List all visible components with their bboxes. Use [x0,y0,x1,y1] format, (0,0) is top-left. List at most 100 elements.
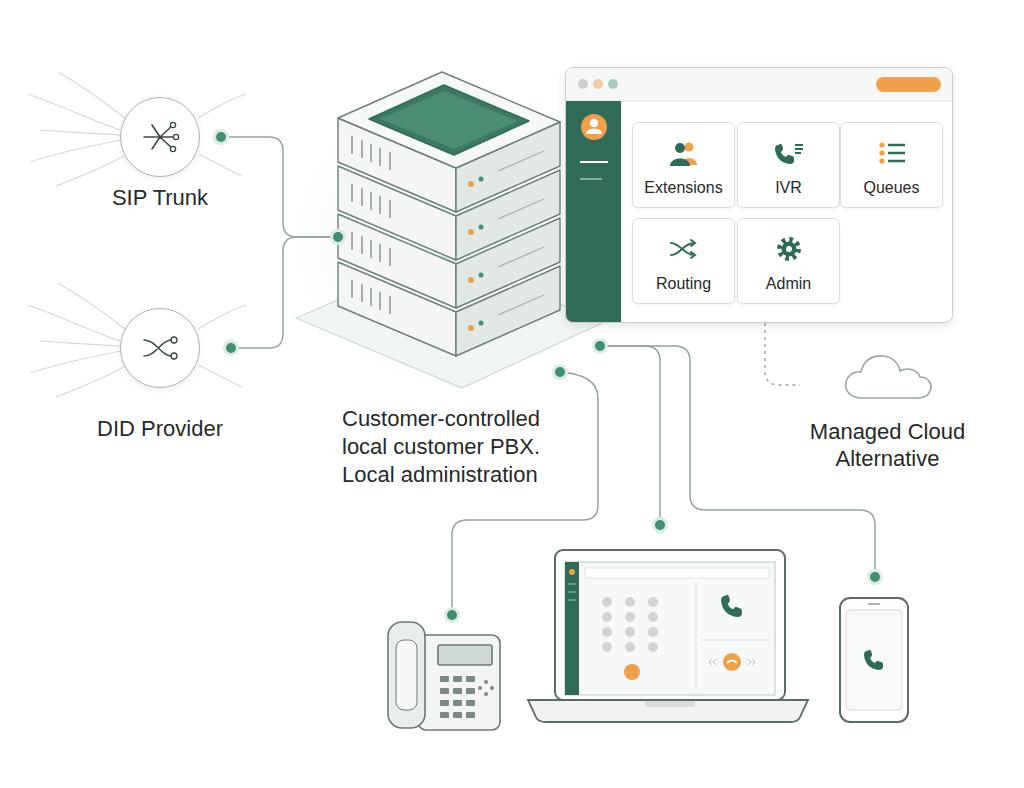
connector-dot [226,343,236,353]
route-icon [668,235,700,263]
laptop [602,627,612,637]
device-wires [600,346,875,574]
feature-tile: Routing [632,218,735,304]
feature-tile: IVR [737,122,840,208]
split-icon [170,122,178,151]
smartphone [868,603,880,605]
server-label: Customer-controlled local customer PBX. … [342,405,574,489]
gear-icon [779,240,798,259]
smartphone [846,610,902,710]
server-stack [498,151,544,315]
service-circle [120,308,200,388]
desk-phone [466,700,475,706]
laptop [625,612,635,622]
laptop [565,562,775,695]
connector-dot [223,340,239,356]
people-icon [670,159,690,167]
shuffle-icon [171,337,177,343]
window-chrome [578,79,588,89]
people-icon [684,143,693,152]
node-label: DID Provider [89,416,231,442]
desk-phone [490,686,494,690]
server-stack [338,72,560,356]
connector-dot [330,229,346,245]
server-stack [338,72,560,356]
connector-dot [330,229,346,245]
split-icon [135,112,185,162]
radiating-lines [198,94,246,118]
laptop [727,661,737,664]
desk-phone [478,686,482,690]
route-icon [671,240,695,258]
server-stack [352,232,390,266]
connector-dot [333,232,343,242]
radiating-lines [58,283,125,329]
connector-dot [330,229,346,245]
radiating-lines [28,305,120,341]
laptop [648,627,658,637]
connector [765,323,800,385]
service-circle [120,97,200,177]
radiating-lines [28,94,120,130]
radiating-lines [28,283,246,397]
smartphone [840,598,908,722]
desk-phone [438,645,492,665]
server-stack [468,229,474,235]
server-glow [260,65,640,415]
laptop [648,612,658,622]
queue-icon [888,145,905,161]
radiating-lines [28,72,246,397]
ivr-icon [795,145,803,153]
radiating-lines [199,154,242,176]
connector-dot [216,132,226,142]
desk-phone [418,635,500,730]
shuffle-icon [135,323,185,373]
wire-dots [870,572,880,582]
desk-phone [466,676,475,682]
node-label: SIP Trunk [99,185,221,211]
smartphone [840,598,908,722]
window-chrome [593,79,603,89]
desk-phone [388,622,425,728]
laptop [602,612,612,622]
feature-tile: Queues [840,122,943,208]
server-stack [369,85,529,155]
laptop [625,627,635,637]
laptop [625,642,635,652]
desk-phone [484,680,488,684]
desk-phone [453,712,462,718]
server-stack [352,280,390,314]
laptop [565,562,579,695]
connector-dot [213,129,229,145]
laptop [585,568,769,578]
server-stack [380,91,518,149]
radiating-lines [40,130,122,135]
device-wires [600,346,660,522]
laptop [645,701,695,707]
radiating-lines [56,156,124,186]
split-icon [170,146,175,151]
desk-phone [466,712,475,718]
laptop [709,659,755,665]
window-chrome [566,68,953,101]
wire-dots [444,607,460,623]
radiating-lines [198,305,246,329]
connector [221,137,338,237]
connector-dot [213,129,229,145]
gear-icon [773,235,805,263]
tile-label: Routing [633,274,734,293]
server-stack [468,181,474,187]
cloud-node: Managed Cloud Alternative [800,348,975,472]
laptop [555,550,785,700]
wire-dots [595,341,605,351]
cloud-icon [842,348,934,402]
split-icon [173,134,178,139]
wire-dots [592,338,608,354]
connector-dot [333,232,343,242]
server-stack [479,321,484,326]
laptop [723,653,741,671]
desk-phone [453,676,462,682]
tile-label: Admin [738,274,839,293]
queue-icon [879,158,884,163]
